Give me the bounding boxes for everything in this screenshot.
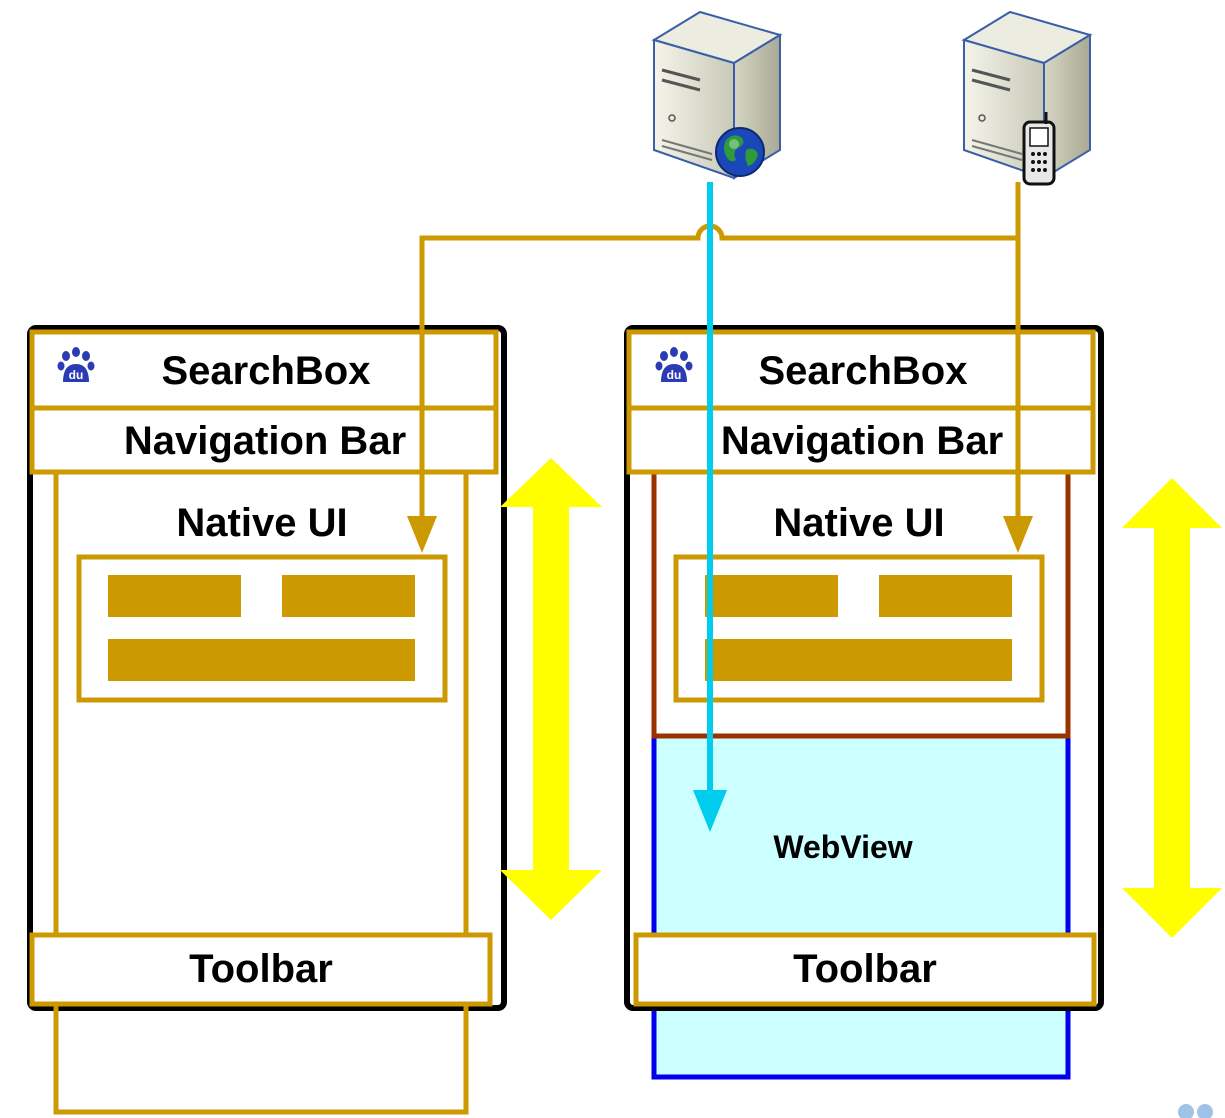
globe-icon	[715, 127, 765, 177]
right-scroll-arrow	[1122, 478, 1222, 938]
left-phone-frame	[27, 325, 507, 1011]
left-searchbox-label: SearchBox	[162, 349, 371, 393]
left-native-ui-label: Native UI	[176, 501, 347, 545]
left-searchbox	[29, 329, 499, 411]
left-native-block	[108, 575, 241, 617]
right-phone: du SearchBox Navigation Bar Native UI We…	[624, 325, 1104, 1080]
svg-text:du: du	[667, 368, 682, 382]
mobile-server-icon	[961, 10, 1093, 186]
web-server-icon	[651, 10, 783, 180]
right-searchbox-label: SearchBox	[759, 349, 968, 393]
corner-watermark-icon	[1178, 1104, 1213, 1118]
right-webview	[651, 733, 1071, 1080]
left-native-block-wide	[108, 639, 415, 681]
left-native-block	[282, 575, 415, 617]
baidu-paw-icon: du	[655, 347, 693, 382]
left-navigation-bar	[29, 405, 499, 475]
right-phone-frame	[624, 325, 1104, 1011]
mobile-phone-icon	[1022, 112, 1056, 186]
right-navigation-bar-label: Navigation Bar	[721, 419, 1003, 463]
svg-text:du: du	[69, 368, 84, 382]
right-webview-label: WebView	[773, 829, 912, 865]
right-toolbar	[633, 932, 1097, 1007]
right-native-block	[705, 575, 838, 617]
right-toolbar-label: Toolbar	[793, 947, 937, 991]
native-arrowhead-right	[1003, 516, 1033, 553]
right-native-ui-label: Native UI	[773, 501, 944, 545]
left-toolbar	[29, 932, 493, 1007]
baidu-paw-icon: du	[57, 347, 95, 382]
native-arrowhead-left	[407, 516, 437, 553]
right-native-block-wide	[705, 639, 1012, 681]
left-scroll-arrow	[500, 458, 602, 920]
left-navigation-bar-label: Navigation Bar	[124, 419, 406, 463]
left-phone: du SearchBox Navigation Bar Native UI To…	[27, 325, 507, 1115]
left-toolbar-label: Toolbar	[189, 947, 333, 991]
webview-arrowhead	[693, 790, 727, 832]
right-native-block	[879, 575, 1012, 617]
